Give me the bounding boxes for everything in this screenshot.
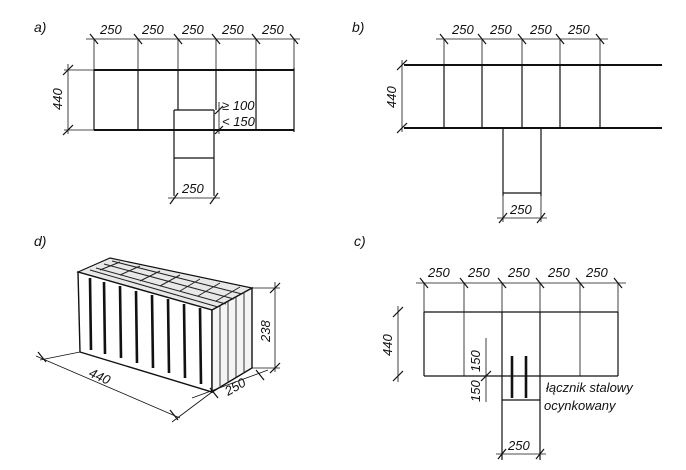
panel-a-top-dim-5: 250: [261, 22, 284, 37]
panel-c-label: c): [354, 233, 366, 249]
panel-c-extension-lines: [423, 283, 619, 312]
panel-a-cross-wall: [173, 109, 215, 196]
connector-label-line-1: łącznik stalowy: [546, 380, 634, 395]
panel-b-top-dim-3: 250: [529, 22, 552, 37]
panel-a-label: a): [34, 19, 46, 35]
panel-c-top-dim-1: 250: [427, 265, 450, 280]
connector-label-line-2: ocynkowany: [544, 398, 617, 413]
panel-c-side-dim-1: 150: [468, 350, 483, 372]
panel-c-wall: [423, 311, 619, 377]
panel-b-height-dim: 440: [384, 86, 399, 108]
panel-a-offset-max: < 150: [222, 114, 256, 129]
panel-a: a) 250 250 250 250 250: [34, 19, 300, 205]
panel-c-cross-wall: [501, 376, 541, 460]
panel-d-length-dim: 440: [87, 365, 114, 388]
panel-d-length-dim-line: [35, 355, 181, 419]
panel-a-extension-lines: [93, 39, 295, 70]
hollow-brick-block: [76, 257, 254, 394]
panel-c: c) 250 250 250 250 250: [354, 233, 634, 460]
panel-a-bottom-dim: 250: [181, 181, 204, 196]
panel-d: d): [34, 233, 281, 423]
panel-d-height-dim: 238: [258, 320, 273, 343]
panel-a-top-dim-3: 250: [181, 22, 204, 37]
panel-b-top-dim-2: 250: [489, 22, 512, 37]
panel-a-offset-min: ≥ 100: [222, 98, 255, 113]
panel-a-top-dim-4: 250: [221, 22, 244, 37]
panel-b: b) 250 250 250 250: [352, 19, 662, 224]
panel-c-side-dim-2: 150: [468, 380, 483, 402]
panel-b-wall: [404, 64, 662, 129]
panel-c-height-dim: 440: [380, 334, 395, 356]
steel-connector-icon: [510, 356, 528, 398]
panel-b-top-dim-4: 250: [567, 22, 590, 37]
panel-d-width-dim-line: [191, 369, 269, 399]
panel-a-top-dim-1: 250: [99, 22, 122, 37]
panel-d-label: d): [34, 233, 46, 249]
panel-b-top-dim-1: 250: [451, 22, 474, 37]
panel-c-top-dim-3: 250: [507, 265, 530, 280]
panel-b-extension-lines: [443, 39, 601, 65]
panel-b-bottom-dim: 250: [509, 202, 532, 217]
panel-c-bottom-dim: 250: [507, 438, 530, 453]
panel-a-wall: [93, 68, 295, 132]
panel-a-top-dim-2: 250: [141, 22, 164, 37]
panel-a-height-dim: 440: [50, 88, 65, 110]
panel-c-top-dim-2: 250: [467, 265, 490, 280]
panel-c-top-dim-4: 250: [547, 265, 570, 280]
panel-b-cross-wall: [502, 128, 542, 196]
panel-b-label: b): [352, 19, 364, 35]
panel-c-top-dim-5: 250: [585, 265, 608, 280]
